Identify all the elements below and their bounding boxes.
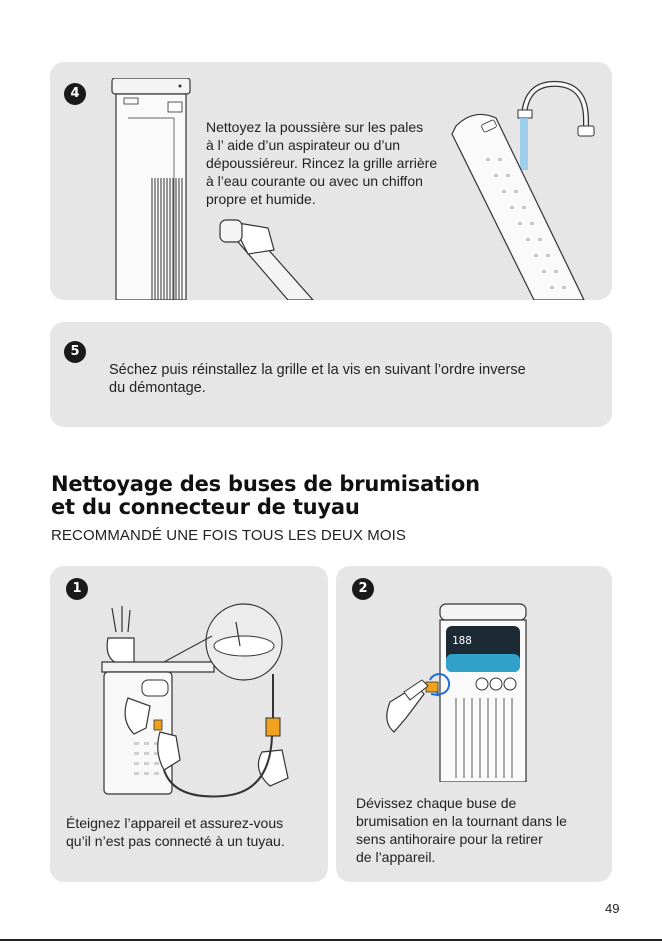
card-1: 1 Éteignez l’appareil et assurez-vous qu… — [50, 566, 328, 882]
title-line: et du connecteur de tuyau — [51, 495, 360, 519]
remove-mist-nozzle-illustration: 188 — [386, 603, 527, 782]
card-1-text: Éteignez l’appareil et assurez-vous qu’i… — [66, 814, 285, 850]
text-line: à l’ aide d’un aspirateur ou d’un — [206, 137, 401, 153]
text-line: dépoussiéreur. Rincez la grille arrière — [206, 155, 438, 171]
display-readout: 188 — [452, 634, 472, 647]
step-number-badge: 1 — [66, 578, 88, 600]
text-line: du démontage. — [109, 380, 206, 396]
title-line: Nettoyage des buses de brumisation — [51, 472, 480, 496]
text-line: qu’il n’est pas connecté à un tuyau. — [66, 833, 285, 849]
text-line: à l’eau courante ou avec un chiffon — [206, 173, 423, 189]
step-5-panel: 5 Séchez puis réinstallez la grille et l… — [50, 322, 612, 427]
section-subtitle: RECOMMANDÉ UNE FOIS TOUS LES DEUX MOIS — [51, 527, 406, 544]
section-title: Nettoyage des buses de brumisation et du… — [51, 473, 480, 519]
step-5-text: Séchez puis réinstallez la grille et la … — [109, 361, 526, 397]
step-number-badge: 2 — [352, 578, 374, 600]
text-line: brumisation en la tournant dans le — [356, 813, 567, 829]
text-line: Séchez puis réinstallez la grille et la … — [109, 362, 526, 378]
page-number: 49 — [605, 901, 620, 916]
text-line: sens antihoraire pour la retirer — [356, 831, 543, 847]
text-line: Dévissez chaque buse de — [356, 795, 517, 811]
step-number-badge: 5 — [64, 341, 86, 363]
card-2-text: Dévissez chaque buse de brumisation en l… — [356, 794, 567, 866]
faucet-rinse-illustration — [451, 80, 595, 300]
step-4-text: Nettoyez la poussière sur les pales à l’… — [206, 118, 437, 208]
unplug-hose-illustration — [101, 603, 289, 798]
step-4-panel: 4 Nettoyez la poussière sur les pales à … — [50, 62, 612, 300]
text-line: propre et humide. — [206, 191, 316, 207]
text-line: Éteignez l’appareil et assurez-vous — [66, 815, 284, 831]
footer-rule — [0, 939, 662, 941]
step-number-badge: 4 — [64, 83, 86, 105]
text-line: de l’appareil. — [356, 849, 436, 865]
card-2: 2 188 Dévissez chaque buse de brumisatio… — [336, 566, 612, 882]
fan-back-grille-illustration — [111, 78, 314, 300]
text-line: Nettoyez la poussière sur les pales — [206, 119, 424, 135]
